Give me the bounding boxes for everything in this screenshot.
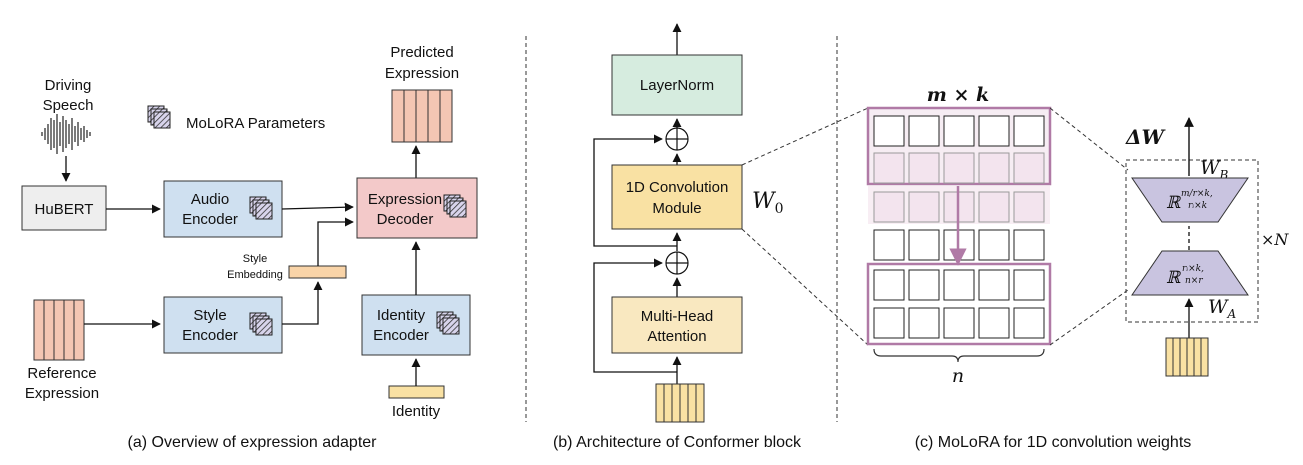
- molora-legend-icon: [147, 105, 171, 129]
- identity-label: Identity: [392, 403, 441, 420]
- hubert-label: HuBERT: [35, 201, 94, 218]
- wb-label: WB: [1200, 157, 1229, 182]
- hubert-box: [21, 185, 107, 231]
- identity-encoder-molora-icon: [436, 311, 460, 335]
- reference-expression-label-2: Expression: [25, 385, 99, 402]
- style-embedding-label-1: Style: [243, 253, 267, 265]
- conv-module-label-2: Module: [652, 200, 701, 217]
- wa-label: WA: [1208, 296, 1237, 321]
- layernorm-box: [611, 54, 743, 116]
- conv-module-box: [611, 164, 743, 230]
- identity-encoder-box: [361, 294, 471, 356]
- conv-module-label-1: 1D Convolution: [626, 179, 729, 196]
- identity-bar: [388, 385, 445, 399]
- driving-speech-label-1: Driving: [45, 77, 92, 94]
- style-embedding-bar: [288, 265, 347, 279]
- predicted-expression-frames: [391, 89, 453, 143]
- panel-c: m × k: [741, 84, 1289, 451]
- audio-encoder-molora-icon: [249, 196, 273, 220]
- predicted-expression-label-2: Expression: [385, 65, 459, 82]
- style-encoder-label-1: Style: [193, 307, 226, 324]
- mha-label-2: Attention: [647, 328, 706, 345]
- lora-input-tokens: [1165, 337, 1209, 377]
- delta-w-label: ΔW: [1125, 125, 1167, 149]
- panel-a: Driving Speech MoLoRA Parameters Predict…: [21, 44, 478, 451]
- expression-decoder-label-2: Decoder: [377, 211, 434, 228]
- times-n-label: ×N: [1261, 230, 1289, 249]
- caption-b: (b) Architecture of Conformer block: [553, 434, 802, 451]
- style-encoder-label-2: Encoder: [182, 327, 238, 344]
- mha-label-1: Multi-Head: [641, 308, 714, 325]
- n-label: n: [952, 365, 964, 387]
- caption-c: (c) MoLoRA for 1D convolution weights: [915, 434, 1192, 451]
- style-encoder-molora-icon: [249, 312, 273, 336]
- predicted-expression-label-1: Predicted: [390, 44, 453, 61]
- style-embedding-label-2: Embedding: [227, 269, 283, 281]
- caption-a: (a) Overview of expression adapter: [128, 434, 378, 451]
- layernorm-label: LayerNorm: [640, 77, 714, 94]
- waveform-icon: [41, 114, 91, 154]
- wb-space-sub: rᵢ×k: [1188, 201, 1207, 211]
- wa-space-symbol: ℝ: [1166, 268, 1182, 288]
- wa-space-sub: n×r: [1185, 276, 1203, 286]
- expression-decoder-molora-icon: [443, 194, 467, 218]
- n-brace: [873, 348, 1045, 363]
- mk-label: m × k: [927, 84, 989, 106]
- conformer-input-tokens: [655, 383, 705, 423]
- audio-encoder-label-2: Encoder: [182, 211, 238, 228]
- w0-symbol: W0: [752, 189, 784, 217]
- wb-trapezoid: [1131, 177, 1249, 223]
- wb-space-sup: m/r×k,: [1181, 189, 1213, 199]
- expression-decoder-label-1: Expression: [368, 191, 442, 208]
- wa-trapezoid: [1131, 250, 1249, 296]
- wb-space-symbol: ℝ: [1166, 193, 1182, 213]
- audio-encoder-label-1: Audio: [191, 191, 229, 208]
- reference-expression-frames: [33, 299, 85, 361]
- identity-encoder-label-1: Identity: [377, 307, 426, 324]
- mha-box: [611, 296, 743, 354]
- molora-legend-label: MoLoRA Parameters: [186, 115, 325, 132]
- panel-b: LayerNorm 1D Convolution Module W0 Multi…: [553, 23, 802, 451]
- reference-expression-label-1: Reference: [27, 365, 96, 382]
- driving-speech-label-2: Speech: [43, 97, 94, 114]
- lora-expert-box: [1125, 159, 1259, 323]
- wa-space-sup: rᵢ×k,: [1182, 264, 1204, 274]
- identity-encoder-label-2: Encoder: [373, 327, 429, 344]
